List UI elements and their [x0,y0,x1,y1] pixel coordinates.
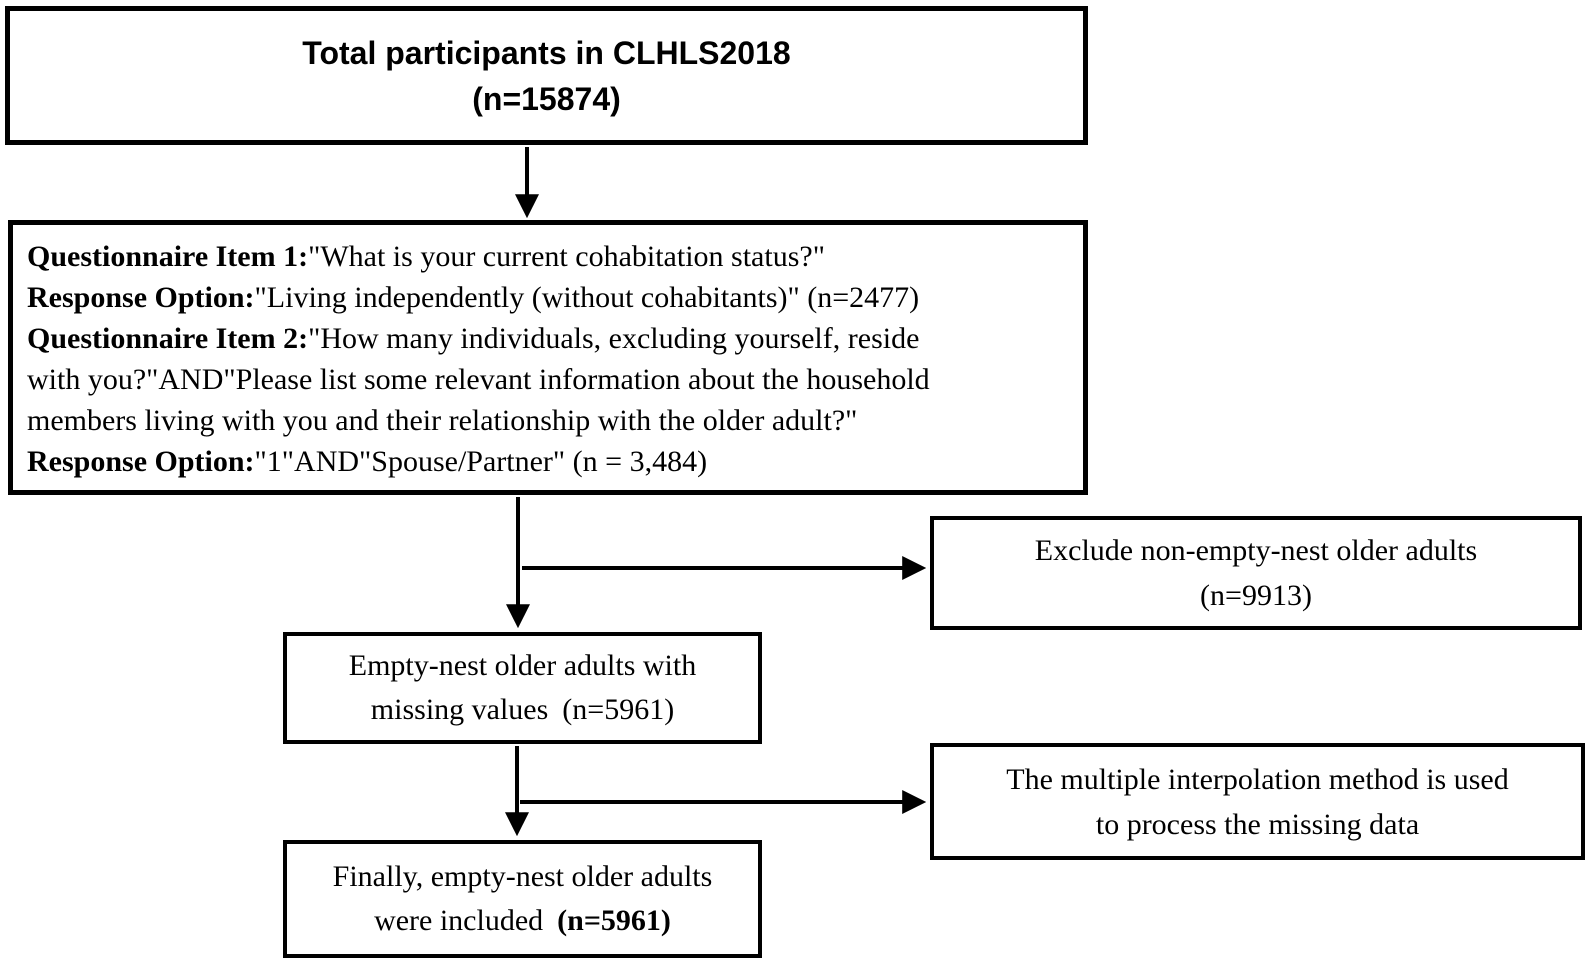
exclude-count: (n=9913) [1200,579,1312,612]
box-final-included: Finally, empty-nest older adults were in… [283,840,762,958]
missing-line2-text: missing values [370,693,549,726]
exclude-text: Exclude non-empty-nest older adults [1034,534,1478,567]
questionnaire-item-1: Questionnaire Item 1:"What is your curre… [27,236,1069,277]
final-line1: Finally, empty-nest older adults [332,860,713,893]
interpolation-line2: to process the missing data [1095,807,1420,841]
response-option-1-text: "Living independently (without cohabitan… [254,281,920,314]
questionnaire-item-1-text: "What is your current cohabitation statu… [308,240,825,273]
box-multiple-interpolation: The multiple interpolation method is use… [930,743,1585,860]
missing-line1: Empty-nest older adults with [348,649,697,682]
interpolation-line1: The multiple interpolation method is use… [1006,762,1509,796]
missing-line2: missing values (n=5961) [371,688,674,732]
response-option-1-label: Response Option: [27,281,255,314]
box-total-participants: Total participants in CLHLS2018 (n=15874… [5,6,1088,145]
questionnaire-item-2-text: "How many individuals, excluding yoursel… [27,322,930,437]
box-exclude-non-empty-nest: Exclude non-empty-nest older adults (n=9… [930,516,1582,630]
box-empty-nest-missing-values: Empty-nest older adults with missing val… [283,632,762,744]
response-option-2-label: Response Option: [27,445,255,478]
response-option-1: Response Option:"Living independently (w… [27,277,1069,318]
box-questionnaire-criteria: Questionnaire Item 1:"What is your curre… [8,220,1088,495]
response-option-2: Response Option:"1"AND"Spouse/Partner" (… [27,441,1069,482]
final-line2: were included (n=5961) [374,899,671,943]
total-participants-count: (n=15874) [472,80,621,117]
missing-count: (n=5961) [562,693,675,726]
final-line2-text: were included [374,904,544,937]
total-participants-title: Total participants in CLHLS2018 [302,34,791,71]
questionnaire-item-2: Questionnaire Item 2:"How many individua… [27,318,1069,441]
questionnaire-item-1-label: Questionnaire Item 1: [27,240,309,273]
final-count: (n=5961) [557,904,671,937]
response-option-2-text: "1"AND"Spouse/Partner" (n = 3,484) [254,445,708,478]
questionnaire-item-2-label: Questionnaire Item 2: [27,322,309,355]
